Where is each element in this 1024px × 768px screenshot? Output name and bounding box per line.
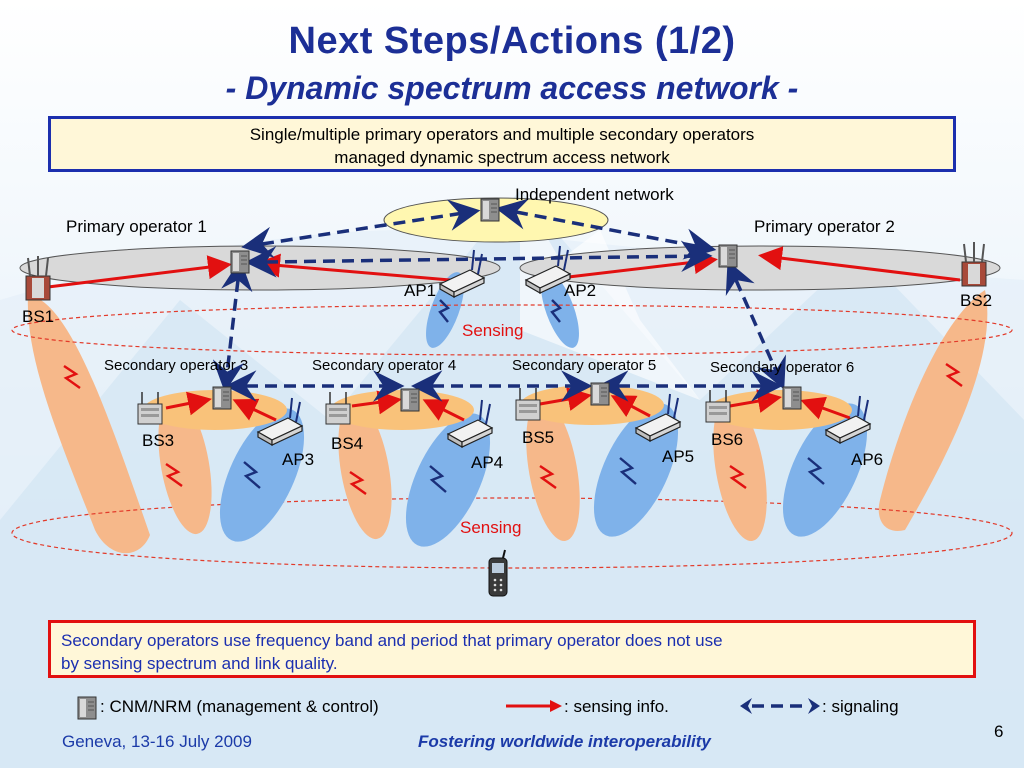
page-number: 6: [994, 722, 1004, 741]
cnm-server-icon: [718, 244, 738, 268]
wireless-icon: [550, 299, 563, 323]
lightning-icon: [349, 471, 367, 495]
wireless-icons: [243, 299, 825, 493]
wireless-icon: [429, 465, 447, 493]
primary-operator-2-label: Primary operator 2: [754, 217, 895, 236]
lightning-icon: [729, 465, 747, 489]
sensing-arrow-bs1: [39, 255, 232, 290]
bs4-label: BS4: [331, 434, 363, 453]
sensing-arrow-bs2: [758, 246, 961, 282]
cnm-server-icon: [590, 382, 610, 406]
secondary-operator-6-label: Secondary operator 6: [710, 359, 854, 376]
independent-network-label: Independent network: [515, 185, 674, 204]
cnm-server-icon: [212, 386, 232, 410]
page-subtitle: - Dynamic spectrum access network -: [225, 70, 799, 106]
sensing-bottom-label: Sensing: [460, 518, 521, 537]
summary-line-2: managed dynamic spectrum access network: [334, 148, 670, 167]
wireless-icon: [243, 461, 261, 489]
bs1-beam: [27, 295, 150, 554]
lightning-icon: [539, 465, 557, 489]
wireless-icon: [619, 457, 637, 485]
sensing-zone-bottom: [11, 497, 1013, 569]
mobile-phone-icon: [488, 549, 508, 597]
lightning-icon: [165, 463, 183, 487]
page-title: Next Steps/Actions (1/2): [288, 20, 736, 62]
bs1-tower-icon: [25, 256, 51, 301]
bs6-label: BS6: [711, 430, 743, 449]
footer-location: Geneva, 13-16 July 2009: [62, 732, 252, 751]
bs3-label: BS3: [142, 431, 174, 450]
ap2-label: AP2: [564, 281, 596, 300]
wireless-icon: [438, 299, 451, 323]
ap5-label: AP5: [662, 447, 694, 466]
bs3-unit-icon: [137, 391, 163, 425]
bs2-beam: [878, 290, 988, 531]
bs4-unit-icon: [325, 391, 351, 425]
cnm-server-icon: [400, 388, 420, 412]
footer-slogan: Fostering worldwide interoperability: [418, 732, 711, 751]
legend-sensing-arrow-icon: [506, 700, 562, 712]
bs2-label: BS2: [960, 291, 992, 310]
legend: : CNM/NRM (management & control) : sensi…: [70, 694, 950, 720]
secondary-operator-4-label: Secondary operator 4: [312, 357, 456, 374]
cnm-server-icon: [782, 386, 802, 410]
explanation-line-2: by sensing spectrum and link quality.: [61, 654, 338, 673]
ap1-label: AP1: [404, 281, 436, 300]
lightning-icon: [63, 365, 81, 389]
explanation-line-1: Secondary operators use frequency band a…: [61, 631, 723, 650]
ap3-label: AP3: [282, 450, 314, 469]
signaling-arrows: [212, 198, 786, 402]
secondary-operator-5-label: Secondary operator 5: [512, 357, 656, 374]
legend-sensing-label: : sensing info.: [564, 697, 669, 716]
primary-operator-1-label: Primary operator 1: [66, 217, 207, 236]
bs5-unit-icon: [515, 387, 541, 421]
cnm-server-icon: [480, 198, 500, 222]
lightning-icons: [63, 363, 963, 495]
ap2-beam: [541, 272, 579, 348]
secondary-operator-3-label: Secondary operator 3: [104, 357, 248, 374]
legend-server-icon: [77, 696, 97, 720]
legend-signaling-label: : signaling: [822, 697, 899, 716]
bs2-tower-icon: [961, 242, 987, 287]
bs1-label: BS1: [22, 307, 54, 326]
secondary-operator-3-group: [143, 390, 305, 542]
cnm-server-icon: [230, 250, 250, 274]
wireless-icon: [807, 457, 825, 485]
bs5-label: BS5: [522, 428, 554, 447]
sensing-top-label: Sensing: [462, 321, 523, 340]
ap6-label: AP6: [851, 450, 883, 469]
bs6-unit-icon: [705, 389, 731, 423]
explanation-box: Secondary operators use frequency band a…: [48, 620, 976, 678]
ap4-label: AP4: [471, 453, 503, 472]
summary-line-1: Single/multiple primary operators and mu…: [249, 125, 755, 144]
summary-box: Single/multiple primary operators and mu…: [48, 116, 956, 172]
legend-signaling-arrow-icon: [740, 698, 820, 714]
lightning-icon: [945, 363, 963, 387]
sensing-zone-top: [11, 304, 1013, 356]
legend-cnm-label: : CNM/NRM (management & control): [100, 697, 379, 716]
